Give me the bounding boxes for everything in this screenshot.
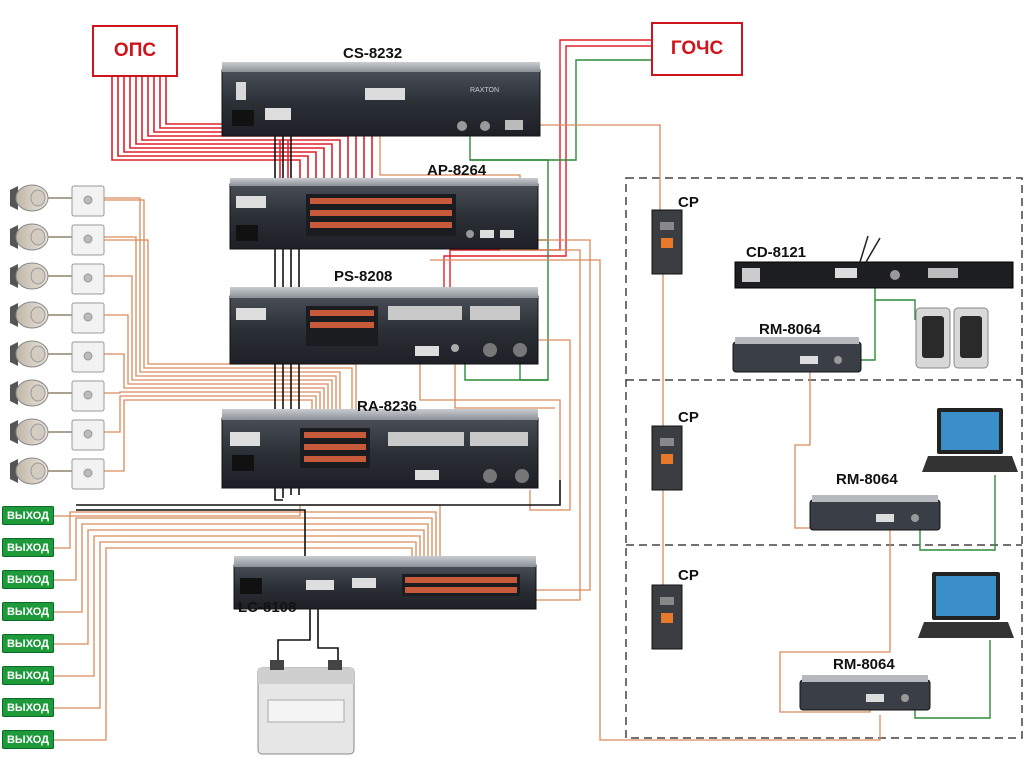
svg-text:RAXTON: RAXTON bbox=[470, 87, 499, 94]
gochs-box: ГОЧС bbox=[651, 22, 743, 76]
rm-8064-units bbox=[732, 337, 941, 711]
cs-8232-unit: RAXTON bbox=[221, 62, 541, 137]
rm-8064-label-1: RM-8064 bbox=[759, 321, 821, 338]
laptops bbox=[918, 408, 1018, 638]
volume-controls bbox=[71, 185, 105, 490]
exit-sign: ВЫХОД bbox=[2, 698, 54, 717]
volume-control-wires bbox=[104, 197, 357, 472]
ps-8208-label: PS-8208 bbox=[334, 268, 393, 285]
lc-8108-unit bbox=[233, 556, 537, 610]
rm-8064-label-2: RM-8064 bbox=[836, 471, 898, 488]
exit-sign: ВЫХОД bbox=[2, 730, 54, 749]
cs-8232-label: CS-8232 bbox=[343, 45, 403, 62]
cd-8121-label: CD-8121 bbox=[746, 244, 807, 261]
cp-label-3: CP bbox=[678, 567, 699, 584]
exit-sign: ВЫХОД bbox=[2, 570, 54, 589]
rm-8064-label-3: RM-8064 bbox=[833, 656, 895, 673]
exit-sign: ВЫХОД bbox=[2, 666, 54, 685]
exit-sign: ВЫХОД bbox=[2, 602, 54, 621]
remote-zones bbox=[625, 177, 1023, 739]
exit-sign: ВЫХОД bbox=[2, 538, 54, 557]
exit-wires bbox=[54, 504, 441, 741]
ra-8236-unit bbox=[221, 409, 539, 489]
battery bbox=[257, 660, 355, 755]
cd-8121-unit bbox=[734, 235, 1014, 289]
call-panels bbox=[651, 209, 683, 650]
cp-label-2: CP bbox=[678, 409, 699, 426]
ap-8264-label: AP-8264 bbox=[427, 162, 487, 179]
ops-box: ОПС bbox=[92, 25, 178, 77]
pc-speakers bbox=[915, 307, 989, 369]
speaker-wires bbox=[45, 197, 72, 472]
exit-sign: ВЫХОД bbox=[2, 634, 54, 653]
speaker-group bbox=[10, 184, 49, 485]
ra-8236-label: RA-8236 bbox=[357, 398, 418, 415]
ap-8264-unit bbox=[229, 178, 539, 250]
exit-sign: ВЫХОД bbox=[2, 506, 54, 525]
cp-label-1: CP bbox=[678, 194, 699, 211]
lc-8108-label: LC-8108 bbox=[238, 599, 297, 616]
ps-8208-unit bbox=[229, 287, 539, 365]
